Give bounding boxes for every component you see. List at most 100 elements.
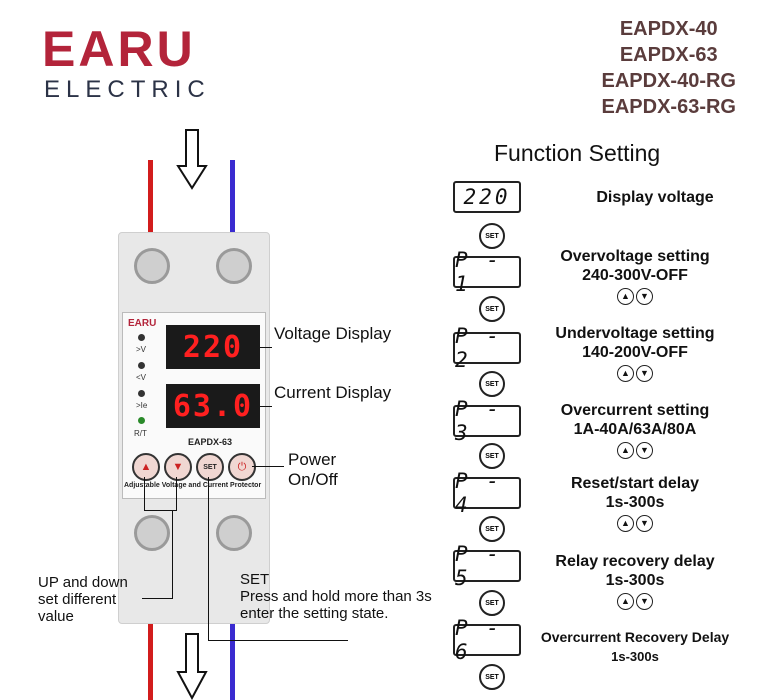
step-name: Display voltage (596, 189, 714, 206)
lcd-display: P - 4 (453, 469, 521, 517)
device-model: EAPDX-63 (188, 437, 233, 447)
callout-line (208, 477, 209, 640)
down-arrow-icon: ▼ (636, 365, 653, 382)
up-down-note: UP and down set different value (38, 574, 128, 625)
set-button[interactable]: SET (196, 453, 224, 481)
step-name: Relay recovery delay (555, 553, 715, 570)
up-button[interactable]: ▲ (132, 453, 160, 481)
current-display-label: Current Display (274, 383, 392, 402)
step-label: Overcurrent setting 1A-40A/63A/80A ▲▼ (520, 401, 750, 459)
step-name: Overvoltage setting (560, 248, 710, 265)
callout-line (176, 477, 177, 510)
set-icon-label: SET (485, 232, 499, 240)
led-label: >Ie (136, 401, 148, 410)
lcd-display: 220 (453, 181, 521, 213)
live-wire-bottom (148, 620, 153, 700)
power-icon: ⏻ (237, 460, 247, 473)
up-arrow-icon: ▲ (140, 461, 152, 473)
model-item: EAPDX-40-RG (601, 70, 736, 92)
up-arrow-icon: ▲ (617, 515, 634, 532)
callout-line (208, 640, 348, 641)
callout-line (260, 347, 272, 348)
neutral-wire-top (230, 160, 235, 235)
model-item: EAPDX-40 (619, 18, 718, 40)
lcd-display: P - 6 (453, 616, 521, 664)
power-button[interactable]: ⏻ (228, 453, 256, 481)
set-description: Press and hold more than 3s enter the se… (240, 588, 432, 622)
step-range: 1s-300s (605, 494, 665, 511)
terminal-screw-icon (216, 515, 252, 551)
callout-line (142, 598, 173, 599)
model-list: EAPDX-40 EAPDX-63 EAPDX-40-RG EAPDX-63-R… (602, 16, 736, 120)
device-caption: Adjustable Voltage and Current Protector (124, 482, 262, 489)
set-icon-label: SET (485, 380, 499, 388)
down-arrow-icon: ▼ (172, 461, 184, 473)
step-name: Overcurrent setting (560, 402, 710, 419)
step-range: 140-200V-OFF (582, 344, 688, 361)
voltage-display: 220 (166, 325, 260, 369)
led-indicator (138, 417, 145, 424)
up-arrow-icon: ▲ (617, 593, 634, 610)
down-arrow-icon: ▼ (636, 593, 653, 610)
step-name: Overcurrent Recovery Delay (540, 629, 730, 645)
model-item: EAPDX-63 (619, 44, 718, 66)
step-label: Display voltage (545, 188, 765, 207)
set-button-label: SET (203, 463, 217, 471)
set-button-icon: SET (479, 223, 505, 249)
set-button-icon: SET (479, 296, 505, 322)
step-label: Overvoltage setting 240-300V-OFF ▲▼ (520, 247, 750, 305)
function-setting-title: Function Setting (494, 140, 661, 166)
lcd-display: P - 1 (453, 248, 521, 296)
down-arrow-icon: ▼ (636, 288, 653, 305)
down-arrow-icon: ▼ (636, 442, 653, 459)
led-indicator (138, 362, 145, 369)
step-name: Undervoltage setting (555, 325, 715, 342)
callout-line (172, 510, 173, 598)
adjust-arrows: ▲▼ (520, 512, 750, 532)
callout-line (260, 406, 272, 407)
led-indicator (138, 390, 145, 397)
set-title: SET (240, 571, 270, 588)
adjust-arrows: ▲▼ (520, 590, 750, 610)
step-label: Undervoltage setting 140-200V-OFF ▲▼ (520, 324, 750, 382)
input-arrow-icon (176, 129, 208, 190)
set-button-icon: SET (479, 371, 505, 397)
set-icon-label: SET (485, 599, 499, 607)
terminal-screw-icon (216, 248, 252, 284)
callout-line (144, 477, 145, 510)
led-label: R/T (134, 429, 147, 438)
device-brand: EARU (128, 318, 157, 329)
set-button-icon: SET (479, 516, 505, 542)
brand-logo: EARU (42, 21, 196, 77)
down-button[interactable]: ▼ (164, 453, 192, 481)
step-label: Relay recovery delay 1s-300s ▲▼ (520, 552, 750, 610)
set-icon-label: SET (485, 673, 499, 681)
step-range: 1s-300s (605, 572, 665, 589)
set-button-icon: SET (479, 664, 505, 690)
step-label: Reset/start delay 1s-300s ▲▼ (520, 474, 750, 532)
lcd-display: P - 5 (453, 542, 521, 590)
step-range: 1s-300s (611, 649, 659, 664)
lcd-display: P - 3 (453, 397, 521, 445)
led-label: >V (136, 345, 147, 354)
set-icon-label: SET (485, 305, 499, 313)
output-arrow-icon (176, 633, 208, 700)
current-display: 63.0 (166, 384, 260, 428)
up-arrow-icon: ▲ (617, 442, 634, 459)
power-label: Power On/Off (288, 450, 338, 489)
led-label: <V (136, 373, 147, 382)
step-range: 1A-40A/63A/80A (573, 421, 697, 438)
lcd-display: P - 2 (453, 324, 521, 372)
step-label: Overcurrent Recovery Delay 1s-300s (520, 628, 750, 666)
callout-line (252, 466, 284, 467)
callout-line (144, 510, 177, 511)
live-wire-top (148, 160, 153, 235)
set-button-icon: SET (479, 443, 505, 469)
down-arrow-icon: ▼ (636, 515, 653, 532)
neutral-wire-bottom (230, 620, 235, 700)
adjust-arrows: ▲▼ (520, 439, 750, 459)
terminal-screw-icon (134, 248, 170, 284)
brand-subtitle: ELECTRIC (44, 76, 211, 103)
step-range: 240-300V-OFF (582, 267, 688, 284)
voltage-display-label: Voltage Display (274, 324, 392, 343)
